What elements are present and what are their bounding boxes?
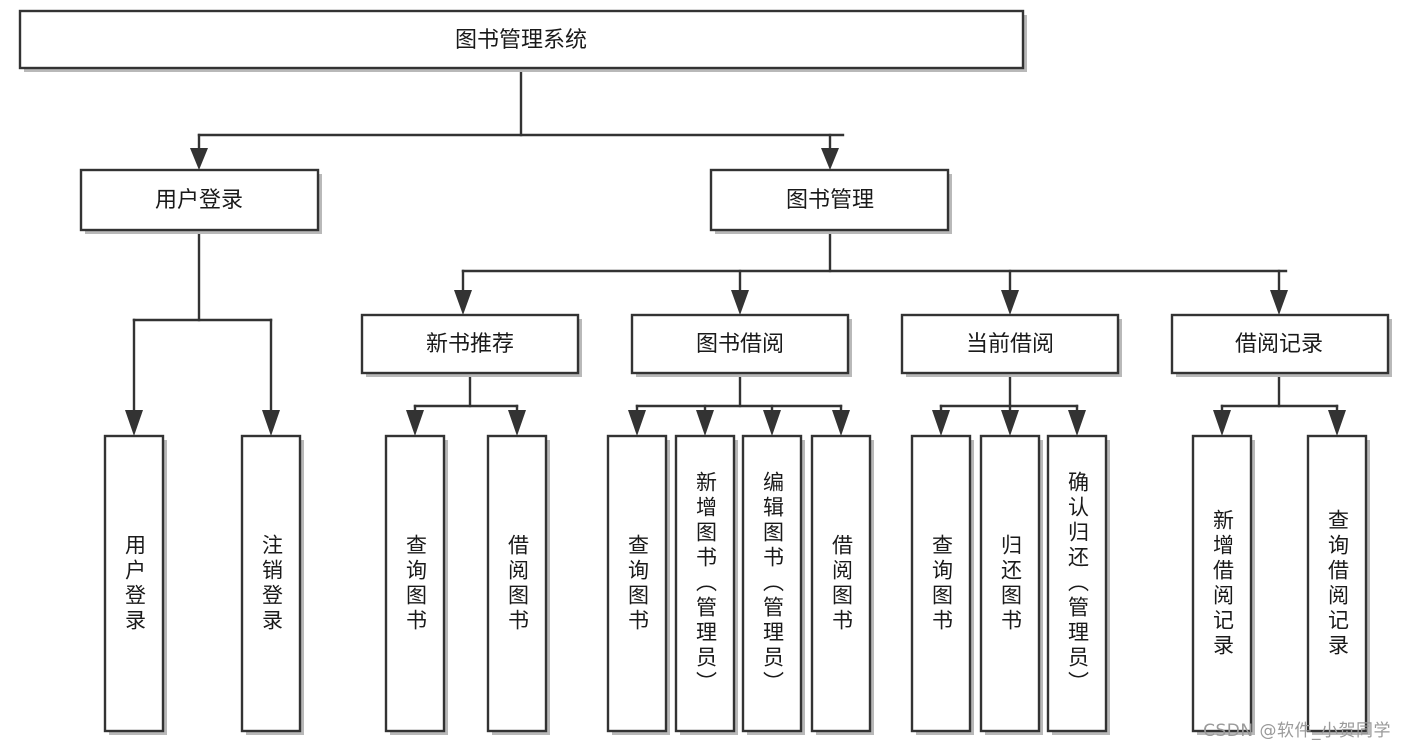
node-leaf-borrow-book-2-box[interactable] xyxy=(810,434,872,733)
node-leaf-logout[interactable] xyxy=(240,434,304,735)
node-leaf-borrow-book-2[interactable] xyxy=(810,434,874,735)
arrow-head-new-book-rec xyxy=(454,290,472,315)
node-leaf-logout-box[interactable] xyxy=(240,434,302,733)
node-book-manage[interactable]: 图书管理 xyxy=(709,168,952,234)
node-leaf-query-book-2-box[interactable] xyxy=(606,434,668,733)
arrow-head-leaf-user-login xyxy=(125,410,143,436)
node-leaf-query-book-1-box[interactable] xyxy=(384,434,446,733)
arrow-head-user-login xyxy=(190,148,208,170)
node-leaf-query-book-3-box[interactable] xyxy=(910,434,972,733)
node-leaf-query-book-2[interactable] xyxy=(606,434,670,735)
arrow-head-leaf-query-book-2 xyxy=(628,410,646,436)
node-leaf-add-record[interactable] xyxy=(1191,434,1255,735)
arrow-head-leaf-add-book xyxy=(696,410,714,436)
node-root-box[interactable] xyxy=(18,9,1025,70)
node-leaf-edit-book[interactable] xyxy=(741,434,805,735)
node-new-book-rec[interactable]: 新书推荐 xyxy=(360,313,582,377)
node-leaf-user-login-box[interactable] xyxy=(103,434,165,733)
node-book-borrow-label: 图书借阅 xyxy=(696,332,784,357)
node-leaf-query-record[interactable] xyxy=(1306,434,1370,735)
arrow-head-leaf-query-book-1 xyxy=(406,410,424,436)
node-leaf-add-record-box[interactable] xyxy=(1191,434,1253,733)
arrow-head-borrow-record xyxy=(1270,290,1288,315)
node-borrow-record[interactable]: 借阅记录 xyxy=(1170,313,1392,377)
node-root-label: 图书管理系统 xyxy=(455,28,587,53)
node-leaf-query-book-1[interactable] xyxy=(384,434,448,735)
node-leaf-query-record-box[interactable] xyxy=(1306,434,1368,733)
node-user-login[interactable]: 用户登录 xyxy=(79,168,322,234)
arrow-head-leaf-query-record xyxy=(1328,410,1346,436)
node-book-borrow-box[interactable] xyxy=(630,313,850,375)
node-new-book-rec-box[interactable] xyxy=(360,313,580,375)
node-book-manage-label: 图书管理 xyxy=(786,188,874,213)
node-borrow-record-box[interactable] xyxy=(1170,313,1390,375)
node-leaf-borrow-book-1[interactable] xyxy=(486,434,550,735)
node-user-login-box[interactable] xyxy=(79,168,320,232)
node-user-login-label: 用户登录 xyxy=(155,188,243,213)
arrow-head-leaf-borrow-book-1 xyxy=(508,410,526,436)
arrow-head-leaf-edit-book xyxy=(763,410,781,436)
arrow-head-leaf-add-record xyxy=(1213,410,1231,436)
arrow-head-leaf-confirm-return xyxy=(1068,410,1086,436)
node-leaf-confirm-return[interactable] xyxy=(1046,434,1110,735)
csdn-watermark: CSDN @软件_小贺同学 xyxy=(1203,721,1391,741)
leaf-box-layer xyxy=(103,434,1370,735)
node-book-manage-box[interactable] xyxy=(709,168,950,232)
node-current-borrow-label: 当前借阅 xyxy=(966,332,1054,357)
node-root[interactable]: 图书管理系统 xyxy=(18,9,1027,72)
arrow-head-book-borrow xyxy=(731,290,749,315)
node-leaf-return-book-box[interactable] xyxy=(979,434,1041,733)
node-book-borrow[interactable]: 图书借阅 xyxy=(630,313,852,377)
node-leaf-confirm-return-box[interactable] xyxy=(1046,434,1108,733)
arrow-head-leaf-logout xyxy=(262,410,280,436)
node-current-borrow-box[interactable] xyxy=(900,313,1120,375)
arrow-head-leaf-query-book-3 xyxy=(932,410,950,436)
node-leaf-edit-book-box[interactable] xyxy=(741,434,803,733)
node-borrow-record-label: 借阅记录 xyxy=(1235,332,1323,357)
node-current-borrow[interactable]: 当前借阅 xyxy=(900,313,1122,377)
node-leaf-add-book-box[interactable] xyxy=(674,434,736,733)
connector-layer xyxy=(125,66,1346,436)
node-leaf-return-book[interactable] xyxy=(979,434,1043,735)
arrow-head-current-borrow xyxy=(1001,290,1019,315)
arrow-head-leaf-borrow-book-2 xyxy=(832,410,850,436)
node-leaf-borrow-book-1-box[interactable] xyxy=(486,434,548,733)
arrow-head-leaf-return-book xyxy=(1001,410,1019,436)
arrow-head-book-manage xyxy=(821,148,839,170)
node-new-book-rec-label: 新书推荐 xyxy=(426,332,514,357)
node-leaf-user-login[interactable] xyxy=(103,434,167,735)
node-leaf-add-book[interactable] xyxy=(674,434,738,735)
node-leaf-query-book-3[interactable] xyxy=(910,434,974,735)
